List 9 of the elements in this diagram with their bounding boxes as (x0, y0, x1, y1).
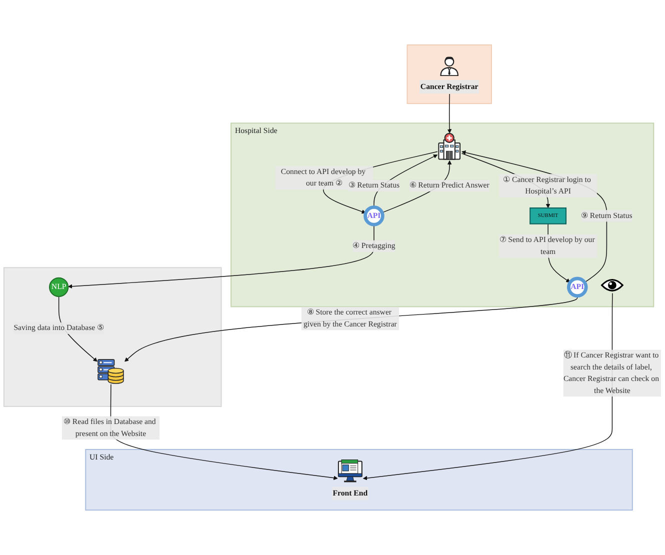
node-picture (96, 358, 124, 384)
cluster (406, 44, 492, 104)
arrow (110, 384, 338, 480)
arrow (447, 94, 452, 134)
arrow (124, 296, 578, 362)
arrow (68, 224, 374, 288)
node-picture (437, 132, 462, 160)
node-picture (600, 277, 624, 294)
cluster (3, 267, 222, 407)
